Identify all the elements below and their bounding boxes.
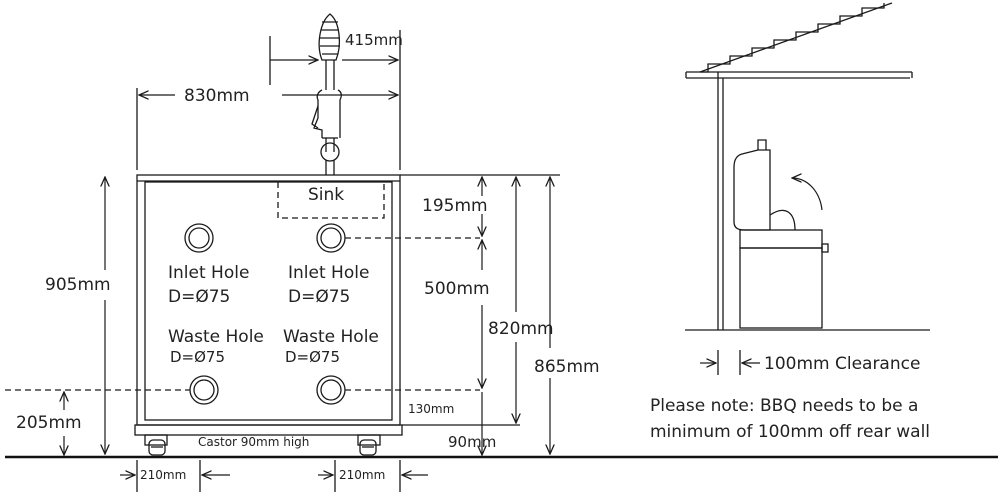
dim-905-label: 905mm bbox=[45, 275, 111, 295]
cabinet-inner-panel bbox=[144, 181, 393, 421]
bbq-cabinet bbox=[739, 247, 823, 329]
inlet-hole-right bbox=[316, 223, 346, 253]
bbq-lid bbox=[733, 149, 771, 231]
waste-right-label: Waste Hole bbox=[283, 327, 379, 347]
bbq-firebox bbox=[739, 229, 823, 249]
inlet-right-diameter: D=Ø75 bbox=[288, 287, 350, 307]
dim-865-label: 865mm bbox=[534, 357, 600, 377]
waste-hole-right bbox=[316, 375, 346, 405]
dim-500-label: 500mm bbox=[424, 279, 490, 299]
dim-130-label: 130mm bbox=[408, 402, 454, 416]
inlet-left-diameter: D=Ø75 bbox=[168, 287, 230, 307]
cabinet-base-rail bbox=[134, 424, 403, 436]
castor-label: Castor 90mm high bbox=[198, 435, 309, 449]
waste-left-diameter: D=Ø75 bbox=[170, 348, 225, 366]
note-line-1: Please note: BBQ needs to be a bbox=[650, 396, 918, 416]
waste-right-diameter: D=Ø75 bbox=[285, 348, 340, 366]
waste-hole-left bbox=[189, 375, 219, 405]
dim-90-label: 90mm bbox=[448, 433, 496, 451]
caster-right bbox=[357, 434, 381, 456]
dim-415-label: 415mm bbox=[345, 31, 403, 49]
tap-illustration bbox=[311, 13, 342, 175]
dim-205-label: 205mm bbox=[16, 413, 82, 433]
inlet-right-label: Inlet Hole bbox=[288, 263, 369, 283]
dim-830-label: 830mm bbox=[184, 86, 250, 106]
note-line-2: minimum of 100mm off rear wall bbox=[650, 422, 930, 442]
sink-label: Sink bbox=[308, 185, 344, 205]
waste-left-label: Waste Hole bbox=[168, 327, 264, 347]
front-view-dimensions: 830mm 415mm 905mm 205mm 195mm 500mm 130m… bbox=[5, 30, 600, 492]
caster-left-offset-label: 210mm bbox=[140, 468, 186, 482]
roof bbox=[685, 2, 913, 79]
clearance-label: 100mm Clearance bbox=[764, 354, 920, 374]
caster-left bbox=[144, 434, 168, 456]
caster-right-offset-label: 210mm bbox=[339, 468, 385, 482]
dim-195-label: 195mm bbox=[422, 196, 488, 216]
inlet-left-label: Inlet Hole bbox=[168, 263, 249, 283]
lid-open-arrow bbox=[792, 178, 823, 211]
inlet-hole-left bbox=[184, 223, 214, 253]
bbq-side-view: 100mm Clearance Please note: BBQ needs t… bbox=[650, 2, 930, 442]
bbq-hood-curve bbox=[769, 209, 796, 231]
cabinet-front-view: Sink Inlet Hole D=Ø75 Inlet Hole D=Ø75 W… bbox=[134, 174, 403, 456]
sink-outline bbox=[277, 182, 385, 219]
dim-820-label: 820mm bbox=[488, 319, 554, 339]
